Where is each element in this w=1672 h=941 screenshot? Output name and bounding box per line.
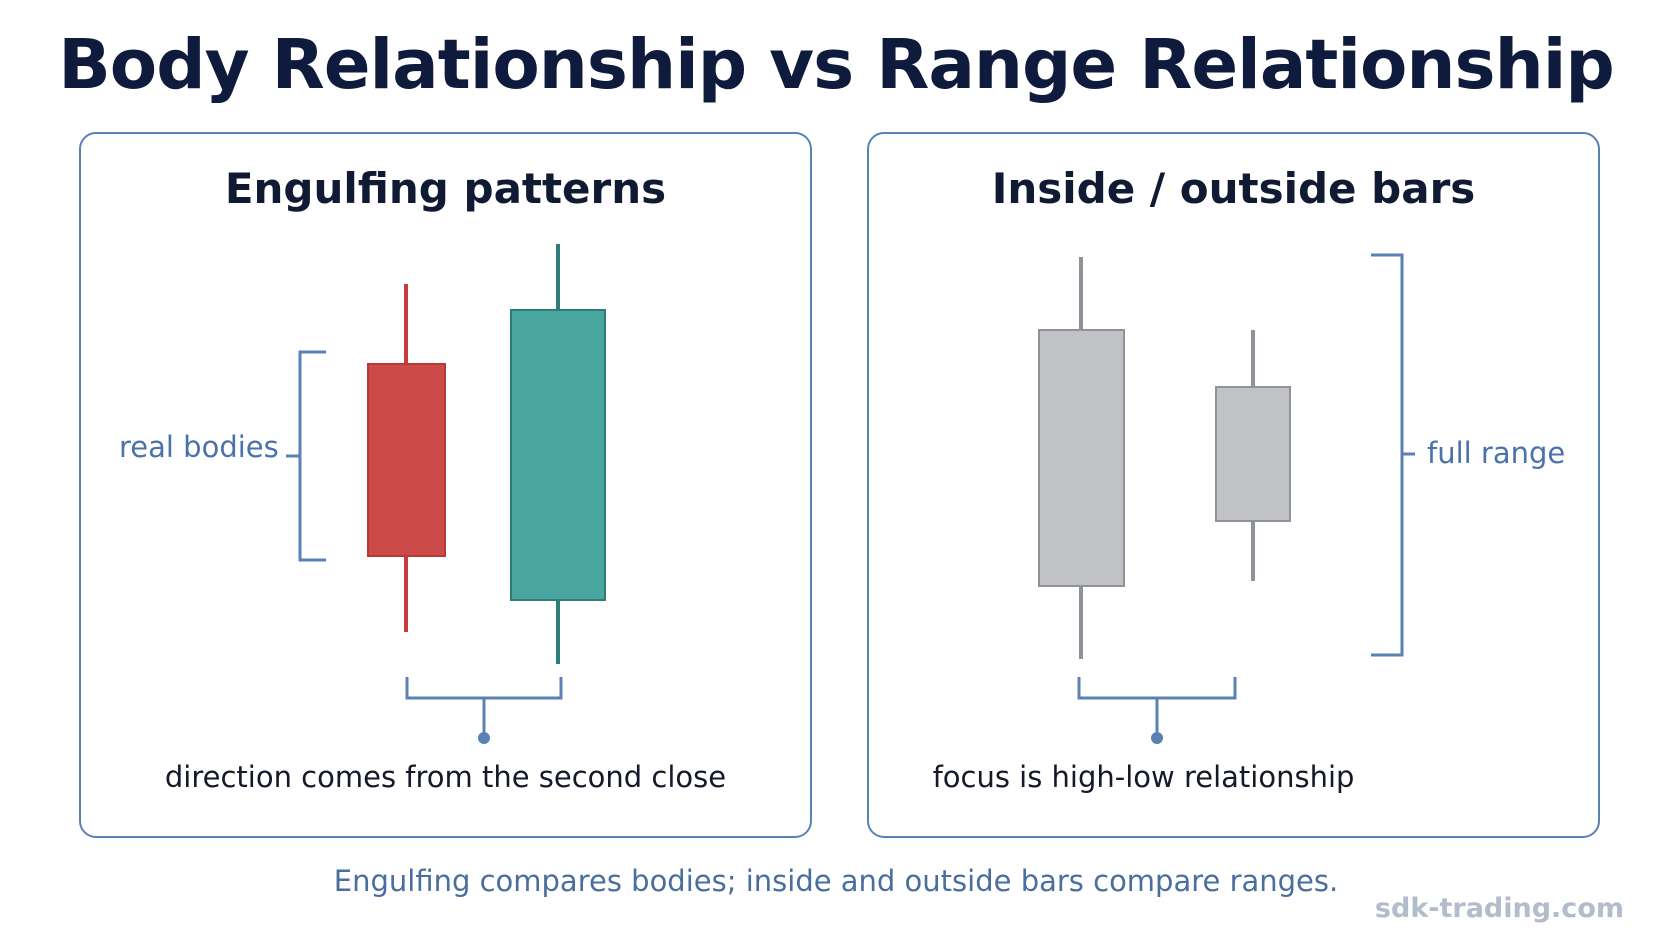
inside-outside-diagram: [1038, 253, 1415, 744]
teal-candle-body: [510, 309, 606, 601]
real-bodies-bracket: [298, 350, 326, 562]
engulfing-panel: Engulfing patterns real bodies direction…: [79, 132, 812, 838]
close-bracket: [405, 677, 563, 700]
page-title: Body Relationship vs Range Relationship: [58, 25, 1615, 105]
engulfing-diagram: [286, 244, 606, 744]
watermark: sdk-trading.com: [1374, 893, 1624, 924]
outside-bar-body: [1038, 329, 1125, 587]
summary-footer: Engulfing compares bodies; inside and ou…: [333, 864, 1339, 898]
range-bracket: [1077, 677, 1237, 700]
inside-outside-caption: focus is high-low relationship: [932, 760, 1355, 794]
inside-outside-heading: Inside / outside bars: [991, 164, 1476, 213]
inside-bar-body: [1215, 386, 1291, 522]
range-bracket-dot: [1151, 732, 1163, 744]
full-range-label: full range: [1427, 436, 1566, 470]
close-bracket-dot: [478, 732, 490, 744]
engulfing-caption: direction comes from the second close: [164, 760, 727, 794]
real-bodies-label: real bodies: [119, 430, 279, 464]
full-range-bracket: [1371, 253, 1404, 657]
engulfing-heading: Engulfing patterns: [224, 164, 667, 213]
inside-outside-panel: Inside / outside bars full range focus i…: [867, 132, 1600, 838]
red-candle-body: [367, 363, 446, 557]
